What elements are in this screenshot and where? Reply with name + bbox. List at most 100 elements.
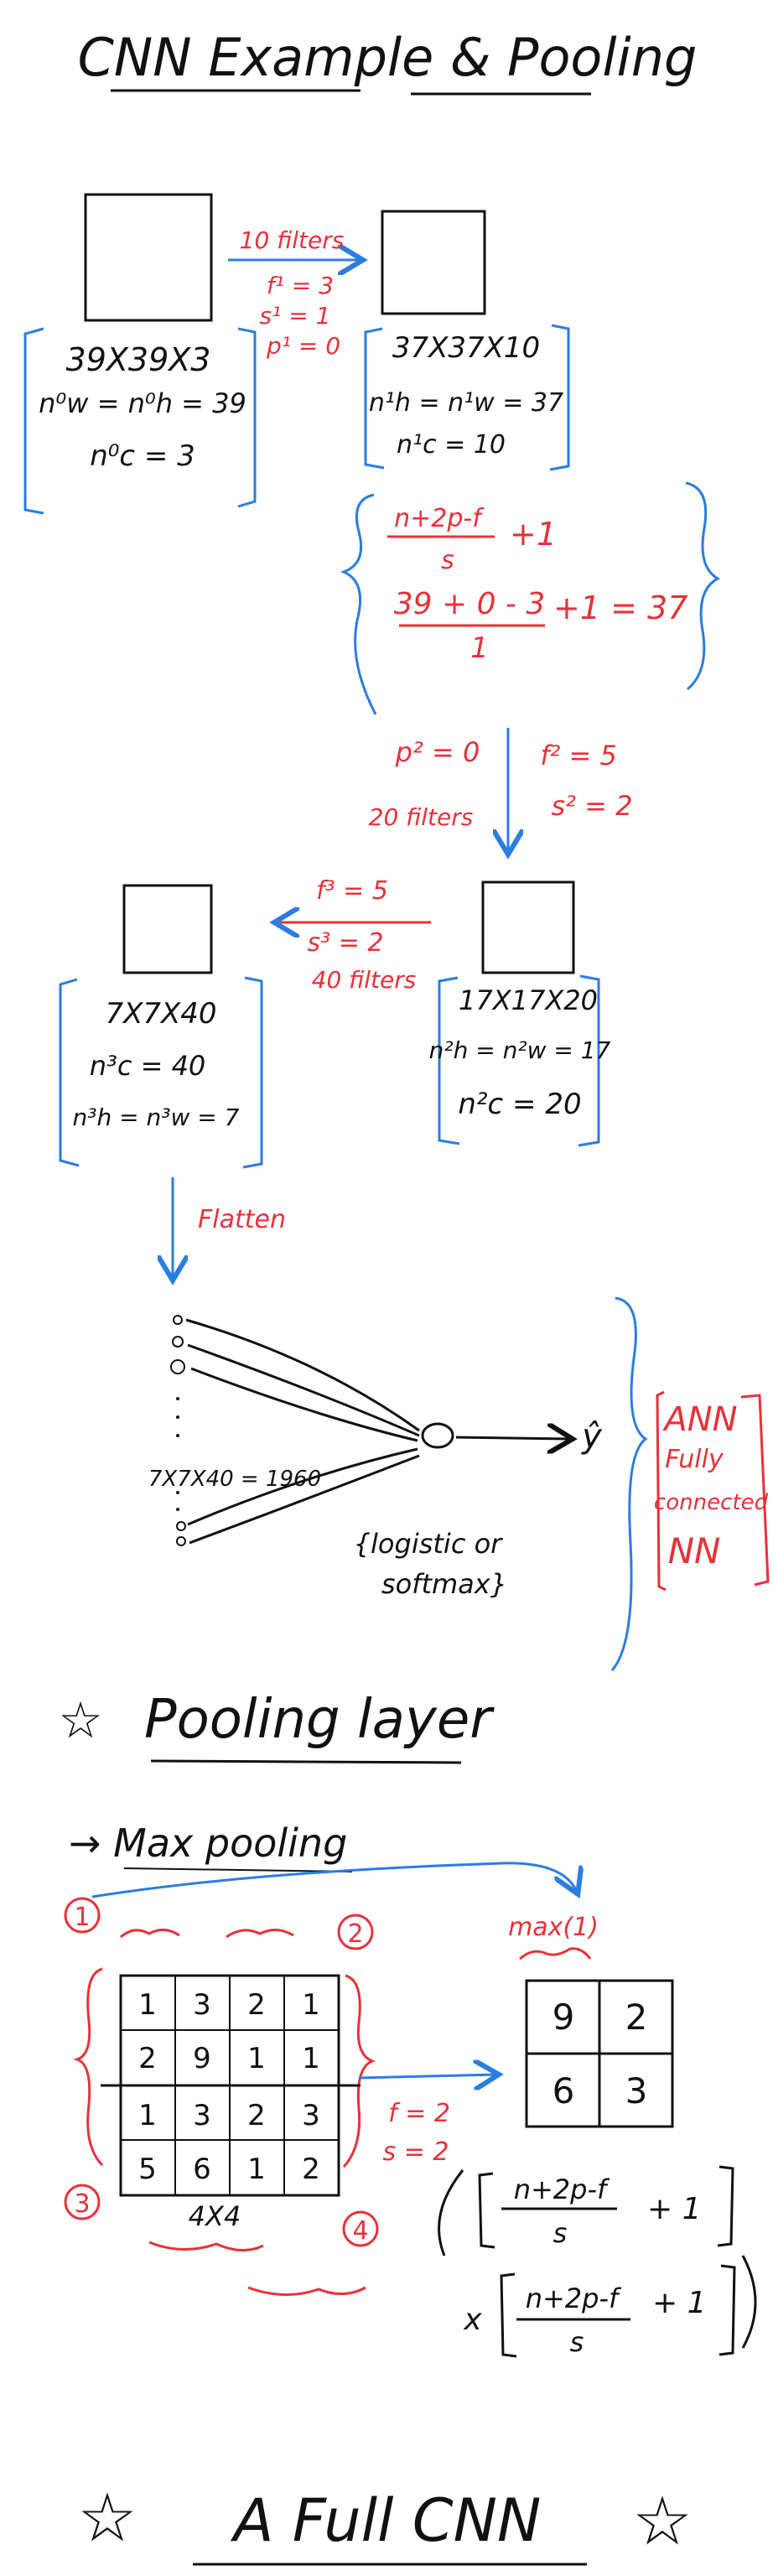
- formula2-bot-num: n+2p-f: [526, 2283, 622, 2314]
- conv3-s: s³ = 2: [308, 928, 384, 958]
- max-label: max(1): [508, 1913, 599, 1942]
- layer3-dims: 7X7X40: [105, 997, 216, 1031]
- layer0-nw: n⁰w = n⁰h = 39: [39, 387, 246, 419]
- connection-lines: [185, 1318, 420, 1545]
- formula2-top-num: n+2p-f: [514, 2174, 610, 2205]
- layer3-nc: n³c = 40: [90, 1050, 206, 1082]
- layer1-volume-box: [381, 210, 486, 315]
- input-neuron: [172, 1336, 184, 1348]
- layer2-volume-box: [481, 880, 575, 974]
- region-marker-2: [337, 1914, 374, 1950]
- pool-f: f = 2: [388, 2099, 450, 2128]
- grid-cell: 2: [247, 1988, 266, 2022]
- formula2-bot-den: s: [570, 2326, 584, 2358]
- grid-cell: 5: [138, 2153, 157, 2186]
- formula1-expr-plus: +1: [510, 516, 557, 553]
- input-neuron: [173, 1315, 183, 1325]
- ann-brace: [610, 1296, 648, 1671]
- conv3-filters: 40 filters: [312, 966, 417, 994]
- formula2-bracket-top-left: [478, 2172, 495, 2249]
- input-neuron: [176, 1536, 186, 1546]
- layer1-bracket-right: [549, 324, 570, 471]
- layer3-volume-box: [122, 884, 213, 974]
- grid-cell: 1: [138, 2099, 157, 2132]
- layer1-nh: n¹h = n¹w = 37: [369, 388, 563, 418]
- ellipsis-dot: [176, 1415, 179, 1419]
- ann-line1: ANN: [661, 1400, 737, 1439]
- output-neuron: [421, 1422, 454, 1449]
- formula2-bot-plus: + 1: [652, 2286, 707, 2320]
- ann-box: [656, 1390, 770, 1592]
- layer1-bracket-left: [364, 327, 385, 470]
- conv1-s: s¹ = 1: [260, 302, 331, 330]
- ellipsis-dot: [176, 1434, 179, 1437]
- conv1-f: f¹ = 3: [267, 272, 334, 299]
- layer2-dims: 17X17X20: [459, 984, 598, 1016]
- flatten-label: Flatten: [198, 1205, 286, 1234]
- layer1-dims: 37X37X10: [392, 331, 540, 365]
- input-grid: 1 3 2 1 2 9 1 1 1 3 2 3 5 6 1 2: [101, 1974, 361, 2197]
- pooling-title-underline: [150, 1759, 462, 1764]
- conv1-filters: 10 filters: [240, 226, 345, 254]
- output-cell: 2: [625, 1997, 648, 2038]
- formula2-bracket-bot-right: [719, 2264, 736, 2356]
- ann-line2: Fully: [665, 1445, 724, 1474]
- formula2-top-den: s: [553, 2217, 568, 2249]
- ann-line3: connected: [654, 1490, 769, 1515]
- region-marker-1: [64, 1897, 101, 1934]
- footer-title: A Full CNN: [231, 2486, 542, 2555]
- output-label: ŷ: [581, 1417, 603, 1456]
- layer3-nh: n³h = n³w = 7: [73, 1104, 240, 1131]
- region-marker-4: [342, 2210, 379, 2247]
- formula1-expr-den: s: [441, 546, 454, 575]
- layer2-nh: n²h = n²w = 17: [429, 1036, 611, 1064]
- layer1-nc: n¹c = 10: [397, 430, 506, 460]
- ellipsis-dot: [176, 1508, 179, 1511]
- ellipsis-dot: [176, 1491, 179, 1494]
- region-braces: [73, 1929, 376, 2296]
- layer2-bracket-right: [578, 974, 600, 1147]
- formula1-calc-den: 1: [470, 631, 489, 665]
- grid-cell: 1: [138, 1988, 157, 2022]
- output-grid: 9 2 6 3: [525, 1979, 674, 2128]
- layer0-nc: n⁰c = 3: [90, 439, 195, 473]
- pool-s: s = 2: [383, 2137, 449, 2167]
- region-marker-2-label: 2: [347, 1919, 363, 1949]
- formula1-calc-num: 39 + 0 - 3: [394, 587, 546, 621]
- formula2-top-plus: + 1: [647, 2192, 702, 2226]
- grid-cell: 3: [193, 2099, 211, 2132]
- grid-cell: 1: [302, 1988, 320, 2022]
- input-volume-box: [84, 193, 213, 322]
- output-cell: 3: [625, 2070, 648, 2111]
- pooling-title: Pooling layer: [144, 1689, 495, 1751]
- region-marker-3: [64, 2184, 101, 2220]
- formula1-brace-left: [340, 493, 377, 715]
- max-brace: [519, 1947, 592, 1961]
- activation-line1: {logistic or: [354, 1528, 503, 1560]
- grid-cell: 1: [247, 2042, 266, 2075]
- region-marker-3-label: 3: [74, 2189, 90, 2219]
- formula2-paren-right: [741, 2255, 757, 2349]
- layer0-dims: 39X39X3: [66, 341, 211, 378]
- pooling-map-arrow: [91, 1862, 577, 1897]
- conv3-f: f³ = 5: [316, 876, 388, 906]
- max-pooling-underline: [123, 1867, 353, 1872]
- grid-cell: 9: [193, 2042, 211, 2075]
- footer-star-left-icon: ☆: [77, 2479, 137, 2557]
- layer3-bracket-left: [59, 978, 80, 1167]
- layer2-nc: n²c = 20: [458, 1088, 581, 1121]
- formula2-bracket-top-right: [717, 2165, 734, 2247]
- formula2-paren-left: [438, 2169, 464, 2257]
- footer-star-right-icon: ☆: [632, 2482, 693, 2560]
- layer3-bracket-right: [242, 976, 263, 1169]
- formula2-times: x: [463, 2303, 482, 2337]
- layer2-bracket-left: [438, 976, 460, 1145]
- conv2-p: p² = 0: [395, 736, 480, 768]
- formula1-calc-result: +1 = 37: [553, 589, 687, 626]
- grid-cell: 1: [247, 2153, 266, 2186]
- grid-size-label: 4X4: [189, 2200, 241, 2232]
- layer0-bracket-left: [23, 327, 44, 515]
- grid-cell: 2: [247, 2099, 266, 2132]
- pooling-output-arrow: [358, 2075, 496, 2078]
